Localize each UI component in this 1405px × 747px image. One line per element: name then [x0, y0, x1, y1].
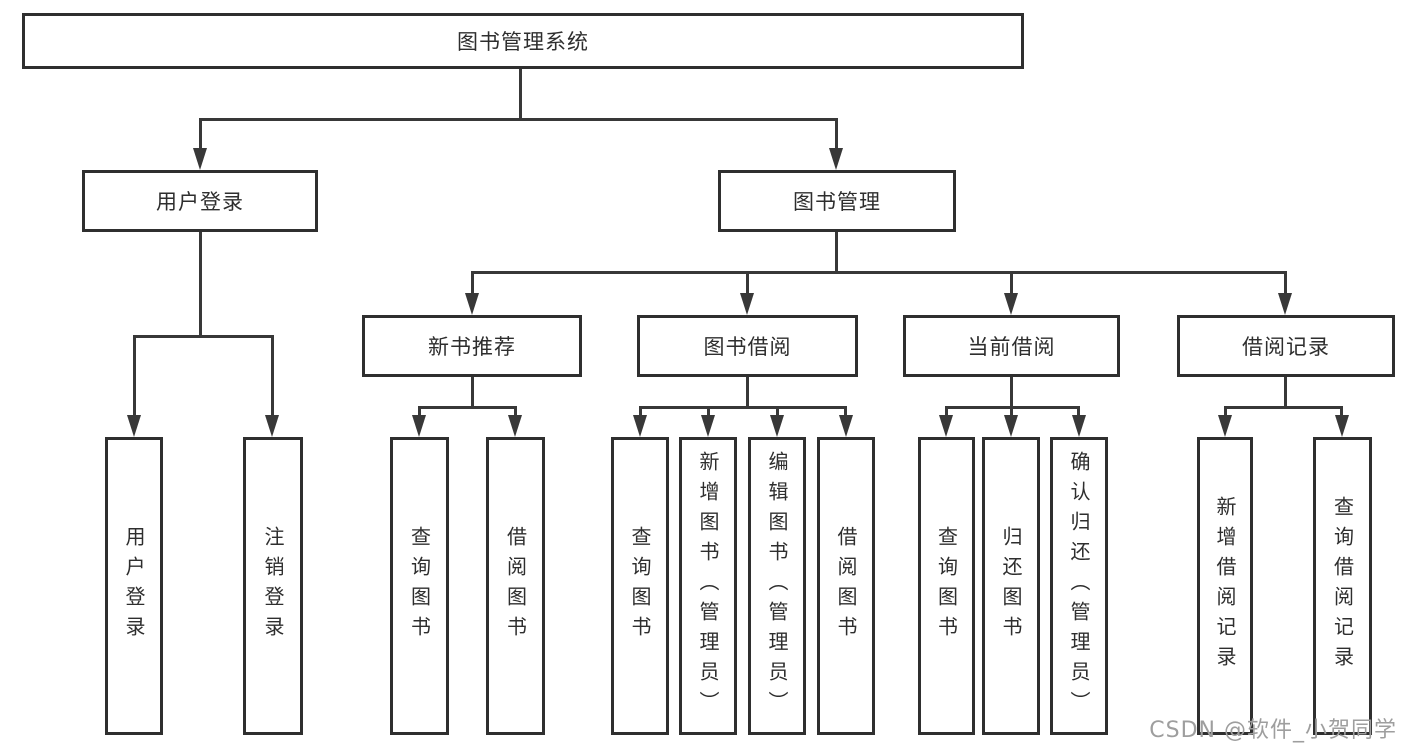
node-book-management-label: 图书管理: [793, 190, 881, 214]
connector-line: [1284, 271, 1287, 299]
arrowhead-down-icon: [633, 415, 647, 437]
connector-line: [639, 406, 847, 409]
leaf-borrow-books-2-label: 借阅图书: [834, 526, 858, 646]
leaf-borrow-books-1-label: 借阅图书: [503, 526, 528, 646]
leaf-add-books-admin-label: 新增图书（管理员）: [696, 451, 720, 721]
connector-line: [1077, 406, 1080, 418]
connector-line: [1284, 377, 1287, 407]
node-root-label: 图书管理系统: [457, 30, 589, 54]
leaf-query-books-1: 查询图书: [390, 437, 449, 735]
connector-line: [471, 377, 474, 407]
arrowhead-down-icon: [412, 415, 426, 437]
leaf-borrow-books-2: 借阅图书: [817, 437, 875, 735]
connector-line: [514, 406, 517, 418]
leaf-query-books-2-label: 查询图书: [628, 526, 652, 646]
leaf-return-books-label: 归还图书: [999, 526, 1023, 646]
connector-line: [418, 406, 421, 418]
leaf-query-books-2: 查询图书: [611, 437, 669, 735]
leaf-edit-books-admin-label: 编辑图书（管理员）: [765, 451, 789, 721]
arrowhead-down-icon: [1004, 293, 1018, 315]
leaf-query-borrow-record-label: 查询借阅记录: [1330, 496, 1355, 676]
connector-line: [471, 271, 474, 299]
leaf-query-books-3: 查询图书: [918, 437, 975, 735]
connector-line: [776, 406, 779, 418]
leaf-query-borrow-record: 查询借阅记录: [1313, 437, 1372, 735]
leaf-logout: 注销登录: [243, 437, 303, 735]
connector-line: [707, 406, 710, 418]
leaf-add-borrow-record: 新增借阅记录: [1197, 437, 1253, 735]
arrowhead-down-icon: [1004, 415, 1018, 437]
node-user-login: 用户登录: [82, 170, 318, 232]
leaf-return-books: 归还图书: [982, 437, 1040, 735]
connector-line: [133, 335, 136, 419]
watermark: CSDN @软件_小贺同学: [1149, 718, 1397, 743]
connector-line: [835, 118, 838, 152]
arrowhead-down-icon: [839, 415, 853, 437]
connector-line: [199, 232, 202, 336]
node-current-borrow: 当前借阅: [903, 315, 1120, 377]
connector-line: [199, 118, 838, 121]
leaf-query-books-3-label: 查询图书: [934, 526, 959, 646]
arrowhead-down-icon: [740, 293, 754, 315]
leaf-add-books-admin: 新增图书（管理员）: [679, 437, 737, 735]
arrowhead-down-icon: [1072, 415, 1086, 437]
connector-line: [418, 406, 517, 409]
connector-line: [519, 69, 522, 120]
arrowhead-down-icon: [508, 415, 522, 437]
arrowhead-down-icon: [1218, 415, 1232, 437]
connector-line: [945, 406, 948, 418]
leaf-confirm-return-admin-label: 确认归还（管理员）: [1067, 451, 1091, 721]
arrowhead-down-icon: [465, 293, 479, 315]
connector-line: [1224, 406, 1343, 409]
arrowhead-down-icon: [1335, 415, 1349, 437]
leaf-add-borrow-record-label: 新增借阅记录: [1213, 496, 1237, 676]
node-book-management: 图书管理: [718, 170, 956, 232]
connector-line: [199, 118, 202, 152]
connector-line: [1340, 406, 1343, 418]
node-borrow-records-label: 借阅记录: [1242, 335, 1330, 359]
arrowhead-down-icon: [770, 415, 784, 437]
node-new-book-recommend: 新书推荐: [362, 315, 582, 377]
arrowhead-down-icon: [829, 148, 843, 170]
leaf-user-login: 用户登录: [105, 437, 163, 735]
connector-line: [844, 406, 847, 418]
arrowhead-down-icon: [265, 415, 279, 437]
connector-line: [1224, 406, 1227, 418]
arrowhead-down-icon: [701, 415, 715, 437]
leaf-confirm-return-admin: 确认归还（管理员）: [1050, 437, 1108, 735]
node-borrow-records: 借阅记录: [1177, 315, 1395, 377]
node-user-login-label: 用户登录: [156, 190, 244, 214]
connector-line: [639, 406, 642, 418]
connector-line: [1010, 377, 1013, 407]
arrowhead-down-icon: [193, 148, 207, 170]
connector-line: [746, 271, 749, 299]
node-book-borrow-label: 图书借阅: [703, 335, 792, 359]
connector-line: [835, 232, 838, 273]
leaf-query-books-1-label: 查询图书: [407, 526, 432, 646]
connector-line: [1010, 271, 1013, 299]
connector-line: [133, 335, 274, 338]
node-current-borrow-label: 当前借阅: [967, 335, 1056, 359]
leaf-logout-label: 注销登录: [261, 526, 285, 646]
connector-line: [1010, 406, 1013, 418]
node-root: 图书管理系统: [22, 13, 1024, 69]
arrowhead-down-icon: [127, 415, 141, 437]
leaf-borrow-books-1: 借阅图书: [486, 437, 545, 735]
leaf-user-login-label: 用户登录: [122, 526, 146, 646]
arrowhead-down-icon: [939, 415, 953, 437]
connector-line: [271, 335, 274, 419]
node-book-borrow: 图书借阅: [637, 315, 858, 377]
leaf-edit-books-admin: 编辑图书（管理员）: [748, 437, 806, 735]
connector-line: [746, 377, 749, 407]
node-new-book-recommend-label: 新书推荐: [428, 335, 516, 359]
connector-line: [471, 271, 1287, 274]
arrowhead-down-icon: [1278, 293, 1292, 315]
